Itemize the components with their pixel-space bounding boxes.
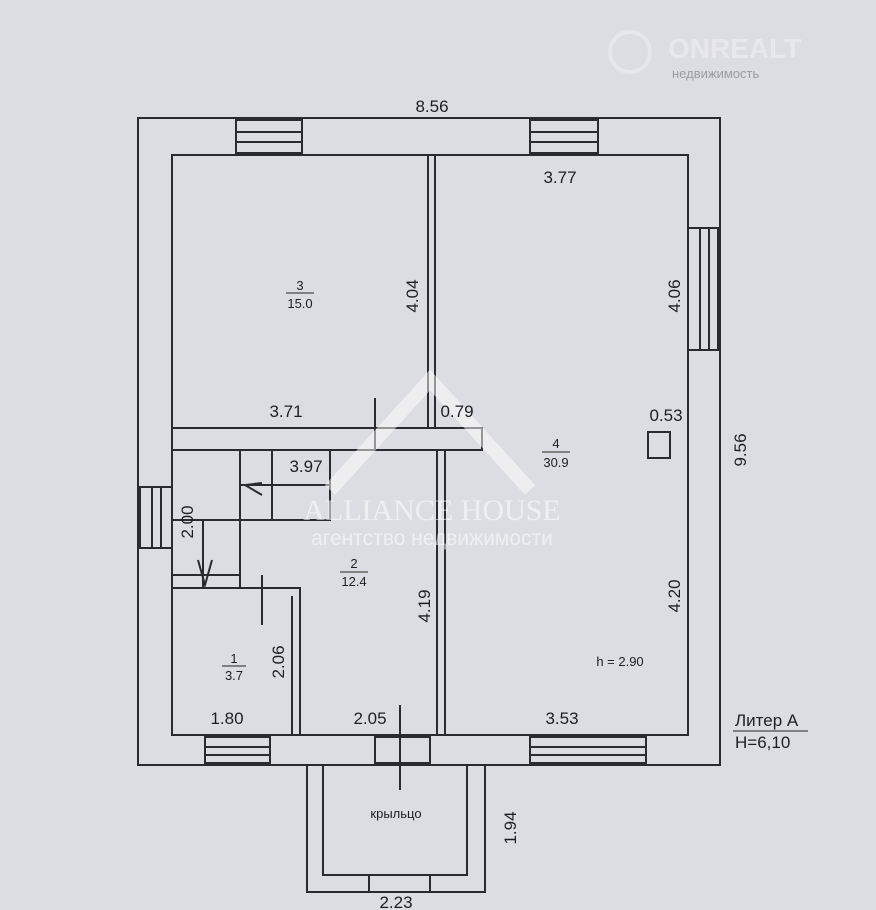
dim-porch-width: 2.23	[379, 893, 412, 910]
stairs-arrow-icon	[241, 482, 263, 496]
dim-room2-height: 4.19	[415, 589, 434, 622]
room-labels: 3 15.0 4 30.9 2 12.4 1 3.7 h = 2.90 крыл…	[222, 278, 808, 821]
dim-room4-lower: 4.20	[665, 579, 684, 612]
niche	[647, 431, 671, 459]
alliance-house-watermark: ALLIANCE HOUSE	[303, 494, 560, 527]
room-1-number: 1	[230, 651, 237, 666]
dim-room4-upper: 4.06	[665, 279, 684, 312]
onrealt-logo-icon	[608, 30, 652, 74]
alliance-house-subtitle: агентство недвижимости	[311, 527, 553, 550]
room-2-area: 12.4	[341, 574, 366, 589]
stairs-down-arrow-icon	[197, 559, 213, 589]
dim-porch-depth: 1.94	[501, 811, 520, 844]
entrance-door	[374, 736, 431, 764]
dim-height-total: 9.56	[731, 433, 750, 466]
dim-width-total: 8.56	[415, 97, 448, 116]
dim-top-right: 3.77	[543, 168, 576, 187]
onrealt-subtitle: недвижимость	[672, 66, 759, 81]
dim-room3-height: 4.04	[403, 279, 422, 312]
liter-height: H=6,10	[735, 733, 790, 752]
liter-name: Литер А	[735, 711, 799, 730]
room-1-area: 3.7	[225, 668, 243, 683]
stairs-lower	[171, 519, 241, 589]
room-2-number: 2	[350, 556, 357, 571]
room-4-area: 30.9	[543, 455, 568, 470]
dim-gap: 0.79	[440, 402, 473, 421]
onrealt-watermark: ONREALT	[668, 33, 801, 64]
ceiling-height: h = 2.90	[596, 654, 643, 669]
dim-bottom-3: 3.53	[545, 709, 578, 728]
porch	[306, 764, 486, 893]
room-3-area: 15.0	[287, 296, 312, 311]
windows	[139, 119, 719, 764]
dim-bottom-2: 2.05	[353, 709, 386, 728]
dimension-labels: 8.56 3.77 4.04 4.06 3.71 0.79 0.53 9.56 …	[178, 97, 750, 910]
dim-stairs: 3.97	[289, 457, 322, 476]
alliance-house-logo-icon	[324, 369, 536, 495]
dim-room3-width: 3.71	[269, 402, 302, 421]
dim-room1-height: 2.06	[269, 645, 288, 678]
room-3-number: 3	[296, 278, 303, 293]
dim-niche: 0.53	[649, 406, 682, 425]
watermark-top-right: ONREALT недвижимость	[608, 30, 801, 81]
room-4-number: 4	[552, 436, 559, 451]
walls	[137, 117, 721, 790]
dim-stairs-height: 2.00	[178, 505, 197, 538]
dim-bottom-1: 1.80	[210, 709, 243, 728]
watermark-center: ALLIANCE HOUSE агентство недвижимости	[303, 369, 561, 550]
porch-label: крыльцо	[370, 806, 421, 821]
